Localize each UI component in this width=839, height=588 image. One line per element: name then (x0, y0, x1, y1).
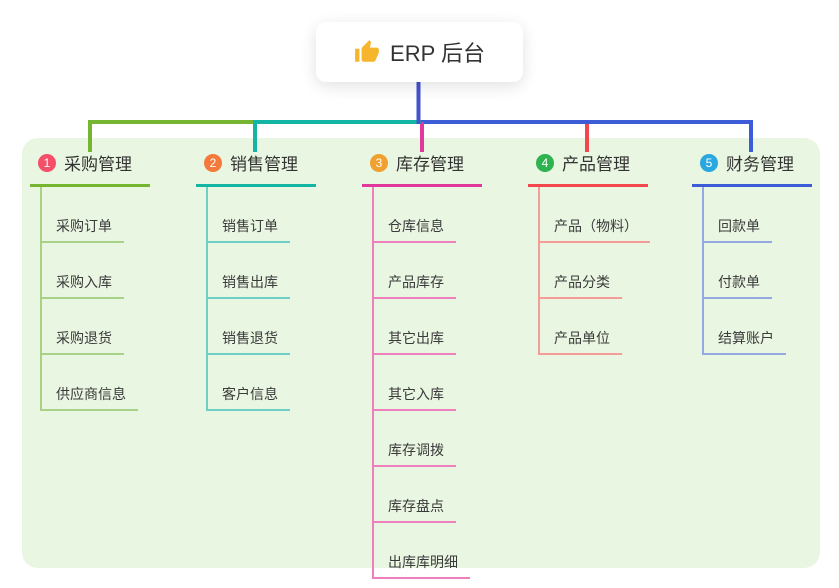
branch-label: 产品管理 (562, 155, 630, 174)
mindmap-node[interactable]: 客户信息 (206, 355, 290, 411)
branch-children: 回款单付款单结算账户 (702, 187, 839, 355)
mindmap-node[interactable]: 采购订单 (40, 187, 124, 243)
branch-label: 财务管理 (726, 155, 794, 174)
thumbs-up-icon (355, 40, 379, 62)
mindmap-node[interactable]: 产品分类 (538, 243, 622, 299)
mindmap-node[interactable]: 其它出库 (372, 299, 456, 355)
mindmap-node[interactable]: 产品库存 (372, 243, 456, 299)
branch: 3 库存管理 仓库信息产品库存其它出库其它入库库存调拨库存盘点出库库明细 (362, 144, 512, 579)
mindmap-node[interactable]: 销售订单 (206, 187, 290, 243)
mindmap-node[interactable]: 产品单位 (538, 299, 622, 355)
mindmap-node[interactable]: 产品（物料） (538, 187, 650, 243)
mindmap-node[interactable]: 结算账户 (702, 299, 786, 355)
mindmap-node[interactable]: 销售退货 (206, 299, 290, 355)
branch-children: 销售订单销售出库销售退货客户信息 (206, 187, 346, 411)
branch-header[interactable]: 5 财务管理 (692, 144, 812, 187)
mindmap-node[interactable]: 库存调拨 (372, 411, 456, 467)
branch-header[interactable]: 1 采购管理 (30, 144, 150, 187)
branch-header[interactable]: 4 产品管理 (528, 144, 648, 187)
branch-children: 仓库信息产品库存其它出库其它入库库存调拨库存盘点出库库明细 (372, 187, 512, 579)
branch-number-badge: 4 (536, 153, 554, 172)
mindmap-node[interactable]: 仓库信息 (372, 187, 456, 243)
branch-label: 采购管理 (64, 155, 132, 174)
root-title: ERP 后台 (390, 41, 485, 66)
branch: 1 采购管理 采购订单采购入库采购退货供应商信息 (30, 144, 180, 411)
branch-label: 销售管理 (230, 155, 298, 174)
mindmap-node[interactable]: 供应商信息 (40, 355, 138, 411)
branch: 4 产品管理 产品（物料）产品分类产品单位 (528, 144, 678, 355)
branch-children: 采购订单采购入库采购退货供应商信息 (40, 187, 180, 411)
branch-label: 库存管理 (396, 155, 464, 174)
root-node[interactable]: ERP 后台 (316, 22, 523, 82)
branch-number-badge: 3 (370, 153, 388, 172)
thumbs-up-path (355, 40, 379, 62)
mindmap-node[interactable]: 出库库明细 (372, 523, 470, 579)
branch-header[interactable]: 2 销售管理 (196, 144, 316, 187)
branch-header[interactable]: 3 库存管理 (362, 144, 482, 187)
mindmap-node[interactable]: 采购退货 (40, 299, 124, 355)
mindmap-node[interactable]: 销售出库 (206, 243, 290, 299)
branch-number-badge: 5 (700, 153, 718, 172)
branch-children: 产品（物料）产品分类产品单位 (538, 187, 678, 355)
mindmap-node[interactable]: 回款单 (702, 187, 772, 243)
mindmap-node[interactable]: 其它入库 (372, 355, 456, 411)
branch: 2 销售管理 销售订单销售出库销售退货客户信息 (196, 144, 346, 411)
branch-number-badge: 2 (204, 153, 222, 172)
mindmap-node[interactable]: 付款单 (702, 243, 772, 299)
branch-number-badge: 1 (38, 153, 56, 172)
branch: 5 财务管理 回款单付款单结算账户 (692, 144, 839, 355)
mindmap-node[interactable]: 采购入库 (40, 243, 124, 299)
mindmap-node[interactable]: 库存盘点 (372, 467, 456, 523)
